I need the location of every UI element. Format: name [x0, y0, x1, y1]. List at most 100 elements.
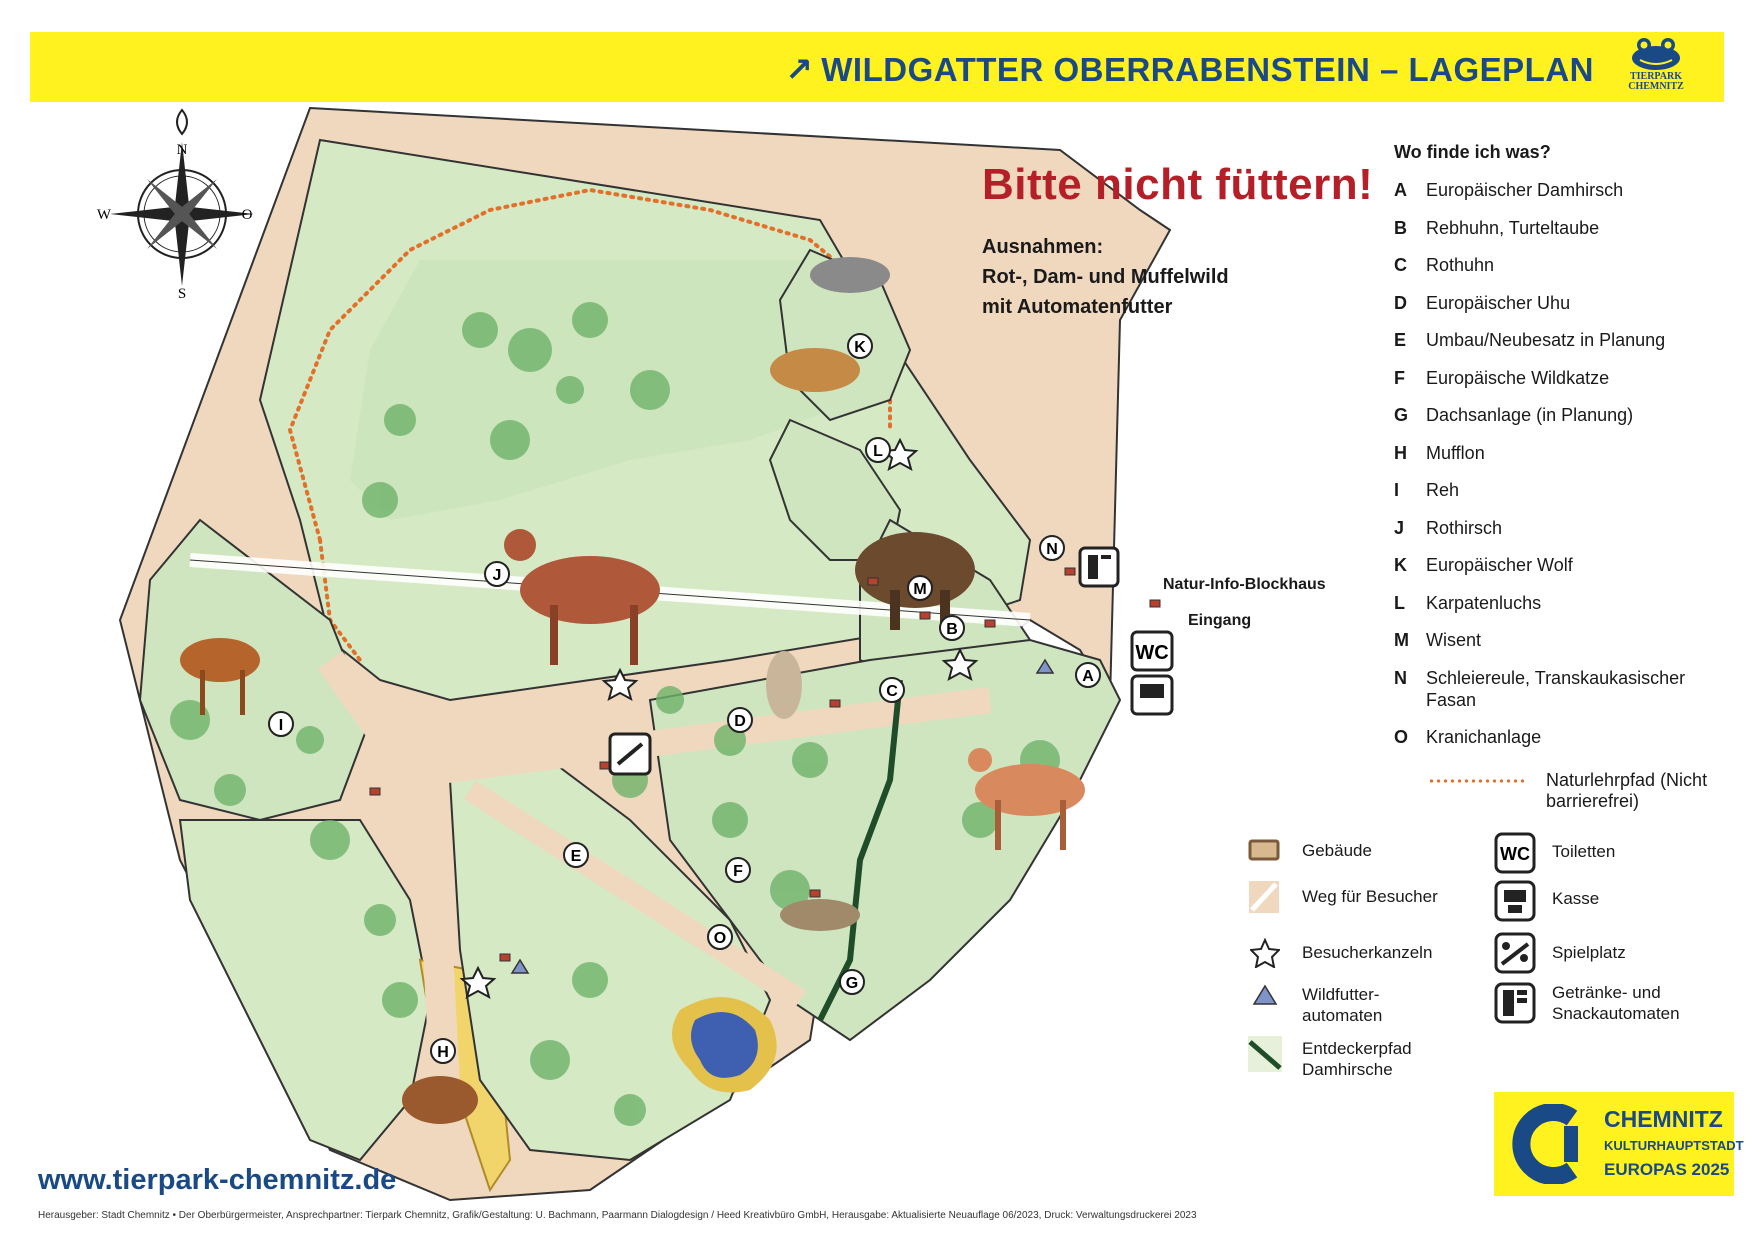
discovery-path-icon — [1248, 1036, 1282, 1072]
no-feeding-headline: Bitte nicht füttern! — [982, 160, 1374, 209]
logo-text-chemnitz: CHEMNITZ — [1628, 81, 1684, 92]
legend-playground: Spielplatz — [1552, 943, 1626, 962]
svg-text:B: B — [946, 621, 958, 638]
marker-c[interactable]: C — [879, 677, 905, 703]
animal-reh — [180, 638, 260, 715]
arrow-icon: ↗ — [785, 51, 814, 88]
legend-text: Kranichanlage — [1426, 727, 1542, 747]
legend-key: A — [1394, 180, 1407, 200]
cash-icon — [1494, 880, 1536, 922]
culture-logo-line2: KULTURHAUPTSTADT — [1604, 1138, 1744, 1153]
triangle-icon — [1252, 984, 1278, 1005]
path-middle — [368, 687, 992, 793]
legend-key: I — [1394, 480, 1400, 500]
viewpoint-stars — [459, 437, 979, 1000]
marker-d[interactable]: D — [727, 707, 753, 733]
exception-line-3: mit Automatenfutter — [982, 296, 1173, 318]
legend-key: M — [1394, 630, 1409, 650]
culture-logo-line3: EUROPAS 2025 — [1604, 1160, 1730, 1179]
svg-text:L: L — [873, 443, 883, 460]
svg-text:E: E — [571, 848, 582, 865]
legend-trail-text: Naturlehrpfad (Nicht barrierefrei) — [1546, 770, 1708, 811]
wc-map-text: WC — [1135, 642, 1168, 664]
marker-a[interactable]: A — [1075, 662, 1101, 688]
svg-text:G: G — [846, 975, 858, 992]
legend-title: Wo finde ich was? — [1394, 142, 1551, 162]
svg-text:J: J — [493, 567, 502, 584]
pond — [691, 1012, 758, 1078]
legend-item-a: A Europäischer Damhirsch — [1394, 179, 1734, 201]
compass-n: N — [177, 142, 188, 158]
legend-key: G — [1394, 405, 1409, 425]
culture-logo-line1: CHEMNITZ — [1604, 1106, 1723, 1132]
marker-e[interactable]: E — [563, 842, 589, 868]
animal-wisent — [855, 532, 975, 630]
legend-key: N — [1394, 667, 1407, 688]
marker-g[interactable]: G — [839, 969, 865, 995]
animal-uhu — [766, 651, 802, 719]
marker-o[interactable]: O — [707, 924, 733, 950]
legend-key: D — [1394, 292, 1407, 313]
wc-icon-text: WC — [1500, 844, 1530, 864]
animal-wolf — [810, 257, 890, 293]
legend-text: Karpatenluchs — [1426, 592, 1542, 613]
animal-lynx — [770, 348, 860, 392]
label-entrance: Eingang — [1188, 612, 1252, 629]
legend-key: F — [1394, 367, 1405, 388]
legend-key: E — [1394, 330, 1407, 350]
legend-item-h: H Mufflon — [1394, 442, 1734, 464]
legend-discovery: Entdeckerpfad Damhirsche — [1302, 1039, 1412, 1079]
legend-key: J — [1394, 517, 1405, 538]
legend: Wo finde ich was? A Europäischer Damhirsc… — [1394, 142, 1734, 764]
legend-text: Europäischer Damhirsch — [1426, 180, 1624, 200]
marker-n[interactable]: N — [1039, 535, 1065, 561]
animal-wildkatze — [780, 899, 860, 931]
marker-f[interactable]: F — [725, 857, 751, 883]
map-markers: A B C D E F G H I J K L M N O — [268, 333, 1101, 1064]
legend-text: Rothuhn — [1426, 255, 1495, 275]
website-link[interactable]: www.tierpark-chemnitz.de — [38, 1164, 397, 1196]
svg-text:K: K — [854, 339, 866, 356]
svg-text:A: A — [1082, 668, 1094, 685]
legend-item-o: O Kranichanlage — [1394, 726, 1734, 748]
legend-key: O — [1394, 727, 1409, 747]
animal-mufflon — [402, 1076, 478, 1124]
marker-i[interactable]: I — [268, 711, 294, 737]
page-title-text: WILDGATTER OBERRABENSTEIN – LAGEPLAN — [821, 51, 1594, 88]
legend-feeder: Wildfutter- automaten — [1302, 985, 1383, 1025]
legend-building: Gebäude — [1302, 841, 1372, 860]
header-banner: ↗WILDGATTER OBERRABENSTEIN – LAGEPLAN TI… — [30, 32, 1724, 102]
logo-text-tierpark: TIERPARK — [1629, 71, 1683, 82]
legend-key: H — [1394, 442, 1407, 463]
marker-m[interactable]: M — [907, 575, 933, 601]
vending-icon — [1494, 982, 1536, 1024]
svg-text:M: M — [913, 581, 926, 598]
svg-text:H: H — [437, 1044, 449, 1061]
label-info-house: Natur-Info-Blockhaus — [1163, 576, 1326, 593]
building-icon — [1248, 839, 1280, 861]
legend-text: Europäische Wildkatze — [1426, 367, 1610, 388]
wc-map-icon: WC — [1130, 630, 1174, 672]
park-map: A B C D E F G H I J K L M N O WC — [118, 106, 1174, 1202]
marker-k[interactable]: K — [847, 333, 873, 359]
path-diagonal — [464, 780, 806, 1010]
marker-h[interactable]: H — [430, 1038, 456, 1064]
marker-l[interactable]: L — [865, 437, 891, 463]
vending-map-icon — [1078, 546, 1120, 588]
feeder-triangles — [510, 658, 1055, 974]
compass-w: W — [97, 207, 112, 223]
marker-j[interactable]: J — [484, 561, 510, 587]
svg-text:F: F — [733, 863, 743, 880]
marker-b[interactable]: B — [939, 615, 965, 641]
exception-line-1: Ausnahmen: — [982, 236, 1104, 258]
legend-text: Mufflon — [1426, 442, 1485, 463]
